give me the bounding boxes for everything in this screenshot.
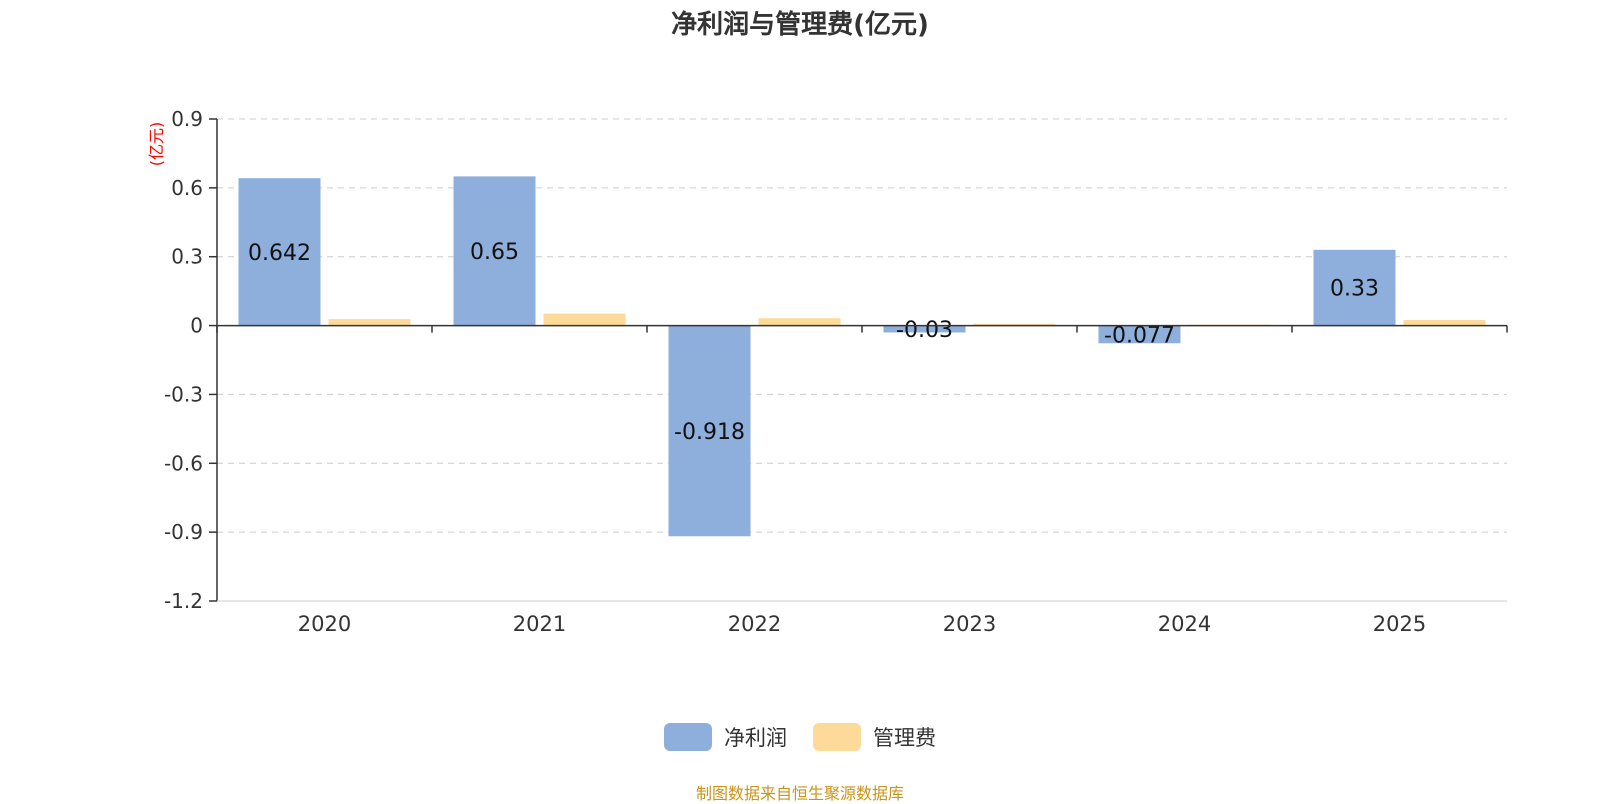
bar-net-profit bbox=[238, 178, 321, 326]
y-axis-unit-label: (亿元) bbox=[147, 122, 166, 167]
source-note: 制图数据来自恒生聚源数据库 bbox=[695, 784, 904, 803]
y-tick-label: 0.9 bbox=[171, 107, 203, 131]
bar-admin-fee bbox=[328, 319, 411, 326]
data-label-net-profit: 0.33 bbox=[1330, 277, 1379, 302]
x-tick-label: 2023 bbox=[943, 612, 996, 636]
chart-title: 净利润与管理费(亿元) bbox=[671, 10, 929, 40]
legend-label-net-profit: 净利润 bbox=[724, 726, 787, 750]
data-label-net-profit: -0.03 bbox=[896, 318, 953, 343]
legend: 净利润 管理费 bbox=[0, 722, 1600, 752]
bar-net-profit bbox=[668, 325, 751, 537]
x-tick-label: 2020 bbox=[298, 612, 351, 636]
bar-admin-fee bbox=[758, 318, 841, 326]
legend-swatch-net-profit bbox=[664, 723, 712, 751]
legend-item-net-profit[interactable]: 净利润 bbox=[664, 722, 787, 752]
data-label-net-profit: 0.65 bbox=[470, 240, 519, 265]
y-tick-label: -0.3 bbox=[164, 382, 203, 406]
data-label-net-profit: 0.642 bbox=[248, 241, 311, 266]
data-label-net-profit: -0.918 bbox=[674, 420, 745, 445]
y-tick-label: -0.6 bbox=[164, 451, 203, 475]
y-tick-label: -1.2 bbox=[164, 589, 203, 613]
legend-label-admin-fee: 管理费 bbox=[873, 726, 936, 750]
bar-net-profit bbox=[883, 325, 966, 333]
bar-net-profit bbox=[1098, 325, 1181, 344]
y-tick-label: 0.6 bbox=[171, 176, 203, 200]
bar-net-profit bbox=[1313, 249, 1396, 326]
x-tick-label: 2024 bbox=[1158, 612, 1211, 636]
bar-admin-fee bbox=[1403, 320, 1486, 326]
y-tick-label: 0.3 bbox=[171, 245, 203, 269]
x-tick-label: 2021 bbox=[513, 612, 566, 636]
y-tick-label: 0 bbox=[190, 314, 203, 338]
bar-net-profit bbox=[453, 176, 536, 326]
legend-swatch-admin-fee bbox=[813, 723, 861, 751]
bar-admin-fee bbox=[543, 313, 626, 326]
x-tick-label: 2022 bbox=[728, 612, 781, 636]
legend-item-admin-fee[interactable]: 管理费 bbox=[813, 722, 936, 752]
y-tick-label: -0.9 bbox=[164, 520, 203, 544]
bar-admin-fee bbox=[973, 323, 1056, 326]
x-tick-label: 2025 bbox=[1373, 612, 1426, 636]
data-label-net-profit: -0.077 bbox=[1104, 323, 1175, 348]
